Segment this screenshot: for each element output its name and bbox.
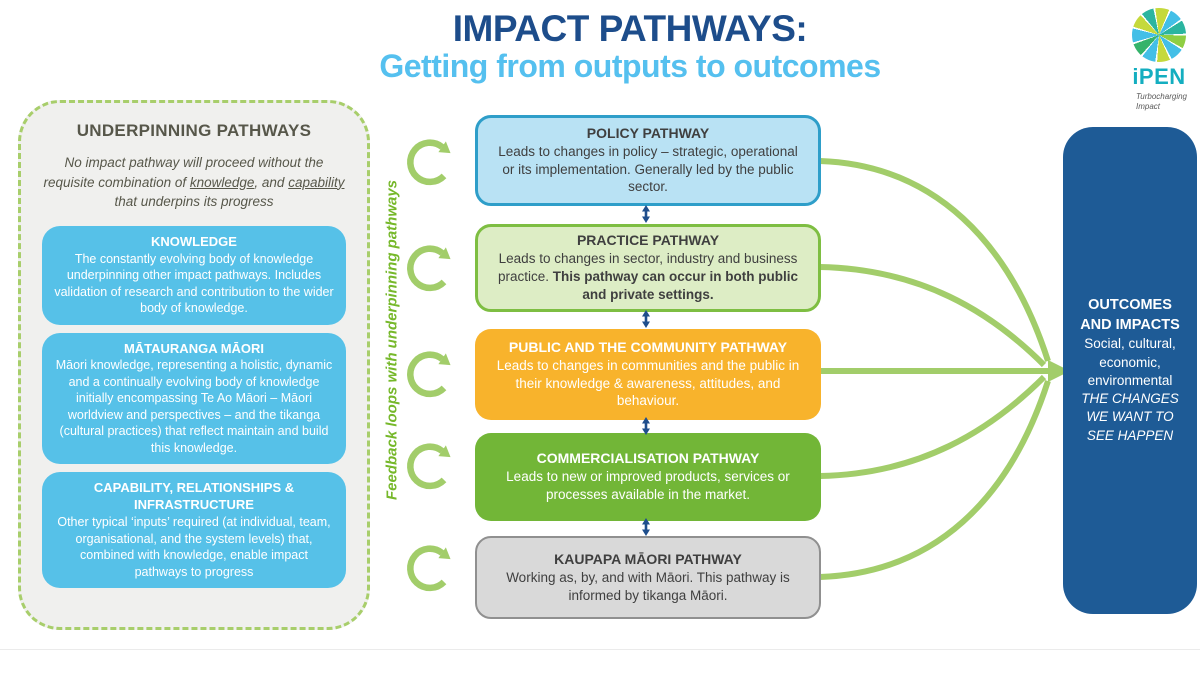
practice-pathway-body: Leads to changes in sector, industry and… — [497, 251, 799, 302]
matauranga-maori-card-title: MĀTAURANGA MĀORI — [123, 340, 265, 356]
underpinning-panel: UNDERPINNING PATHWAYS No impact pathway … — [18, 100, 370, 630]
feedback-loops-label: Feedback loops with underpinning pathway… — [383, 179, 401, 501]
feedback-loop-icon — [407, 139, 451, 186]
intro-underlined-capability: capability — [288, 174, 345, 190]
ipen-logo: iPEN Turbocharging Impact — [1124, 8, 1194, 112]
feedback-loop-icon — [407, 443, 451, 490]
outcomes-panel: OUTCOMES AND IMPACTS Social, cultural, e… — [1063, 127, 1197, 614]
bottom-divider — [0, 649, 1200, 650]
kaupapa-maori-pathway-body: Working as, by, and with Māori. This pat… — [506, 569, 790, 603]
ipen-pinwheel-icon — [1132, 8, 1186, 62]
policy-pathway-body: Leads to changes in policy – strategic, … — [498, 143, 798, 195]
knowledge-card: KNOWLEDGE The constantly evolving body o… — [42, 225, 346, 325]
feedback-loop-icon — [407, 545, 451, 592]
matauranga-maori-card: MĀTAURANGA MĀORI Māori knowledge, repres… — [42, 332, 346, 465]
public-community-pathway-body: Leads to changes in communities and the … — [496, 357, 800, 409]
double-arrow-icon — [642, 310, 650, 328]
double-arrow-icon — [642, 205, 650, 223]
kaupapa-maori-pathway-box: KAUPAPA MĀORI PATHWAY Working as, by, an… — [475, 536, 821, 619]
outcomes-tagline: THE CHANGES WE WANT TO SEE HAPPEN — [1081, 391, 1179, 443]
commercialisation-pathway-box: COMMERCIALISATION PATHWAY Leads to new o… — [475, 433, 821, 521]
intro-text: No impact pathway will proceed without t… — [43, 155, 324, 190]
public-community-pathway-title: PUBLIC AND THE COMMUNITY PATHWAY — [508, 338, 788, 355]
practice-pathway-title: PRACTICE PATHWAY — [576, 232, 720, 249]
public-community-pathway-box: PUBLIC AND THE COMMUNITY PATHWAY Leads t… — [475, 329, 821, 420]
feedback-loop-icon — [407, 245, 451, 292]
double-arrow-icon — [642, 417, 650, 435]
underpinning-intro: No impact pathway will proceed without t… — [40, 153, 348, 212]
double-arrow-icon — [642, 518, 650, 536]
page-subtitle: Getting from outputs to outcomes — [379, 48, 881, 84]
commercialisation-pathway-title: COMMERCIALISATION PATHWAY — [536, 450, 760, 467]
commercialisation-pathway-body: Leads to new or improved products, servi… — [506, 469, 790, 502]
practice-pathway-box: PRACTICE PATHWAY Leads to changes in sec… — [475, 224, 821, 312]
policy-pathway-box: POLICY PATHWAY Leads to changes in polic… — [475, 115, 821, 206]
ipen-tagline: Turbocharging Impact — [1136, 92, 1187, 111]
capability-card-body: Other typical ‘inputs’ required (at indi… — [57, 515, 331, 579]
capability-card: CAPABILITY, RELATIONSHIPS & INFRASTRUCTU… — [42, 472, 346, 589]
outcomes-title: OUTCOMES AND IMPACTS — [1080, 297, 1180, 333]
knowledge-card-body: The constantly evolving body of knowledg… — [54, 251, 334, 316]
header: IMPACT PATHWAYS: Getting from outputs to… — [60, 8, 1200, 85]
intro-underlined-knowledge: knowledge — [189, 174, 255, 190]
intro-text: , and — [254, 174, 289, 190]
policy-pathway-title: POLICY PATHWAY — [586, 124, 710, 141]
ipen-wordmark: iPEN — [1132, 64, 1186, 89]
intro-text: that underpins its progress — [114, 194, 274, 210]
capability-card-title: CAPABILITY, RELATIONSHIPS & INFRASTRUCTU… — [93, 480, 295, 513]
arrowhead-icon — [1048, 360, 1070, 382]
feedback-loop-icon — [407, 351, 451, 398]
knowledge-card-title: KNOWLEDGE — [151, 233, 237, 249]
page-title: IMPACT PATHWAYS: — [452, 8, 808, 49]
kaupapa-maori-pathway-title: KAUPAPA MĀORI PATHWAY — [554, 550, 742, 567]
outcomes-subtitle: Social, cultural, economic, environmenta… — [1084, 336, 1176, 388]
matauranga-maori-card-body: Māori knowledge, representing a holistic… — [55, 358, 333, 455]
pathways-to-outcomes-arrows — [819, 158, 1070, 580]
underpinning-heading: UNDERPINNING PATHWAYS — [76, 121, 312, 140]
